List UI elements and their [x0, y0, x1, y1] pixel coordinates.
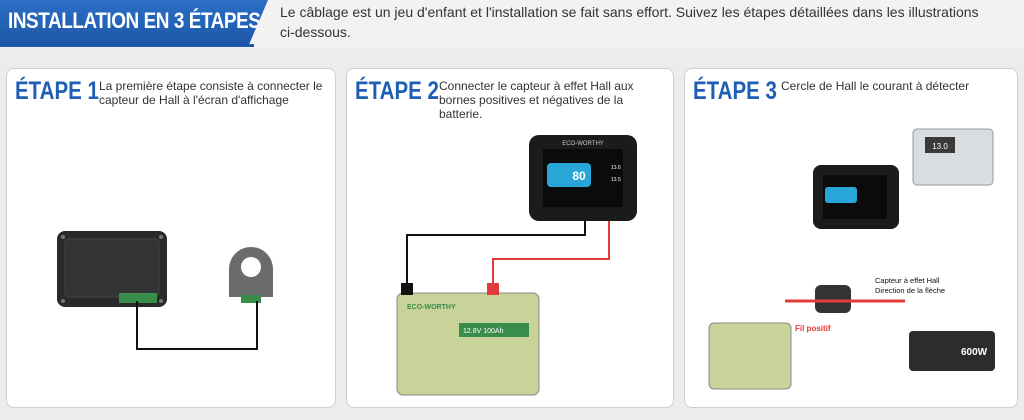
step-2-illustration: ECO-WORTHY 80 13.6 13.5 ECO-WORTHY 12.8V…: [396, 135, 637, 396]
positive-cable: [492, 221, 610, 283]
sensor-cable: [136, 301, 258, 350]
banner-title: INSTALLATION EN 3 ÉTAPES: [8, 8, 261, 33]
step-3-title: ÉTAPE 3: [693, 77, 777, 105]
display-reading-2: 13.5: [611, 177, 621, 183]
hall-sensor: [229, 247, 273, 303]
direction-label: Direction de la flèche: [875, 286, 945, 295]
hall-sensor-on-cable: [815, 285, 851, 313]
sensor-label: Capteur à effet Hall: [875, 276, 940, 285]
banner-title-tag: INSTALLATION EN 3 ÉTAPES: [0, 0, 268, 44]
step-1-title: ÉTAPE 1: [15, 77, 99, 105]
step-3-text: Cercle de Hall le courant à détecter: [781, 79, 970, 93]
banner-intro: Le câblage est un jeu d'enfant et l'inst…: [280, 4, 979, 40]
battery: ECO-WORTHY 12.8V 100Ah: [396, 283, 540, 396]
battery-brand: ECO-WORTHY: [407, 304, 456, 311]
step-1-panel: ÉTAPE 1 La première étape consiste à con…: [6, 68, 336, 408]
controller-readout: 13.0: [932, 142, 948, 151]
step-1-text: La première étape consiste à connecter l…: [99, 79, 323, 107]
step-2-title: ÉTAPE 2: [355, 77, 439, 105]
display-unit: [813, 165, 899, 229]
step-2-text: Connecter le capteur à effet Hall aux bo…: [439, 79, 634, 121]
positive-wire-label: Fil positif: [795, 324, 831, 333]
display-soc: 80: [572, 169, 586, 183]
negative-cable: [406, 221, 586, 283]
display-reading-1: 13.6: [611, 165, 621, 171]
charge-controller: 13.0: [912, 128, 994, 186]
inverter-power: 600W: [961, 347, 988, 358]
step-3-illustration: 13.0 Capteur à effet Hall Direction de l…: [708, 128, 995, 390]
display-unit: ECO-WORTHY 80 13.6 13.5: [529, 135, 637, 221]
display-brand: ECO-WORTHY: [562, 141, 604, 147]
step-2-panel: ÉTAPE 2 Connecter le capteur à effet Hal…: [346, 68, 674, 408]
step-3-panel: ÉTAPE 3 Cercle de Hall le courant à déte…: [684, 68, 1018, 408]
inverter: 600W: [909, 331, 995, 371]
banner-underline: [0, 44, 254, 47]
battery: [708, 322, 792, 390]
step-1-illustration: [57, 231, 273, 350]
battery-spec: 12.8V 100Ah: [463, 328, 504, 335]
display-unit-back: [57, 231, 167, 307]
header-banner: INSTALLATION EN 3 ÉTAPES Le câblage est …: [0, 0, 1024, 48]
